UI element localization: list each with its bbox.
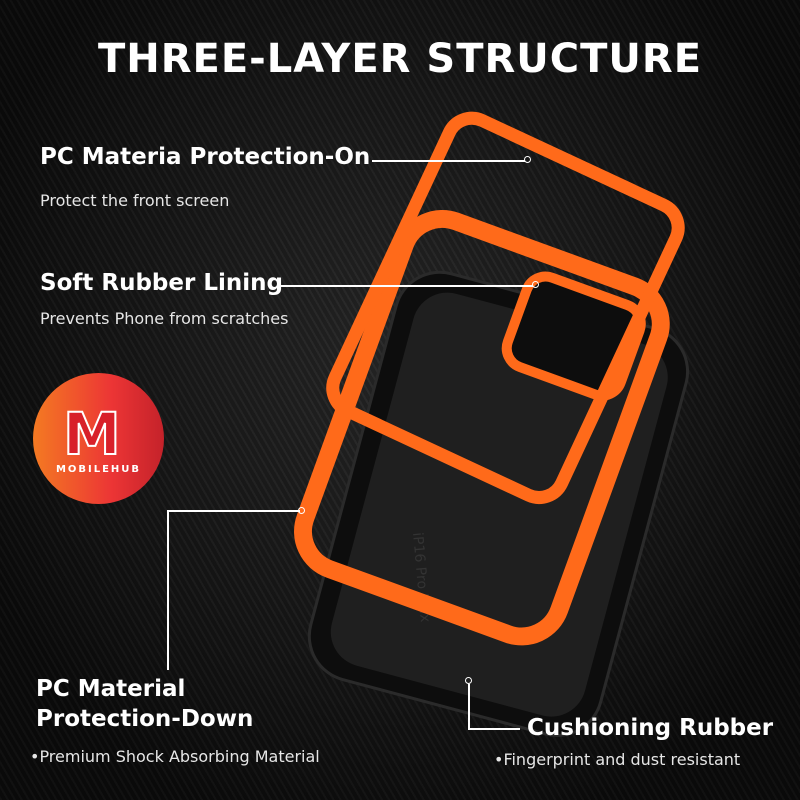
leader-line	[468, 684, 470, 729]
soft-rubber-lining	[294, 209, 670, 646]
leader-line	[372, 160, 525, 162]
label-rubber-lining: Soft Rubber Lining	[40, 270, 283, 296]
desc-pc-down: •Premium Shock Absorbing Material	[30, 747, 320, 766]
leader-dot	[524, 156, 531, 163]
desc-pc-on: Protect the front screen	[40, 191, 230, 210]
desc-rubber-lining: Prevents Phone from scratches	[40, 309, 289, 328]
leader-line	[167, 510, 300, 512]
pc-protection-on	[326, 111, 685, 505]
label-pc-down: PC Material Protection-Down	[36, 676, 254, 732]
leader-line	[278, 285, 533, 287]
leader-line	[167, 510, 169, 670]
label-cushioning: Cushioning Rubber	[527, 715, 774, 741]
page-title: THREE-LAYER STRUCTURE	[97, 36, 703, 82]
mobilehub-logo: M MOBILEHUB	[33, 373, 164, 504]
desc-cushioning: •Fingerprint and dust resistant	[494, 750, 741, 769]
leader-line	[468, 728, 520, 730]
label-pc-on: PC Materia Protection-On	[40, 144, 371, 170]
leader-dot	[465, 677, 472, 684]
leader-dot	[298, 507, 305, 514]
leader-dot	[532, 281, 539, 288]
